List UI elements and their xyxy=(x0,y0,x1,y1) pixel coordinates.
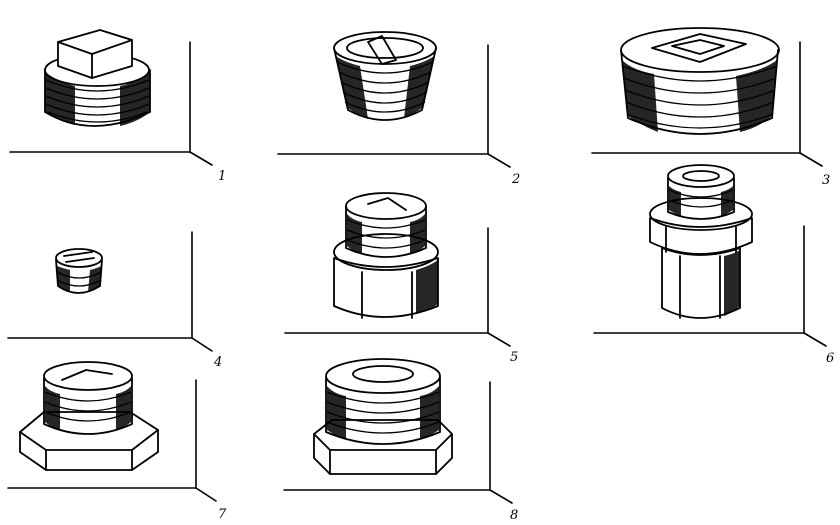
item-2: 2 xyxy=(277,31,520,187)
frame-5 xyxy=(284,227,511,347)
frame-7 xyxy=(7,379,217,502)
frame-4 xyxy=(7,231,213,352)
frame-2 xyxy=(277,44,511,168)
item-3: 3 xyxy=(591,27,830,188)
slotted-tapered-plug-icon xyxy=(333,31,437,121)
item-6: 6 xyxy=(593,164,834,366)
square-socket-plug-icon xyxy=(620,27,780,135)
slotted-hex-collar-plug-icon xyxy=(19,361,159,471)
item-label-4: 4 xyxy=(213,355,222,370)
item-8: 8 xyxy=(283,358,518,523)
item-7: 7 xyxy=(7,361,227,522)
frame-1 xyxy=(9,41,213,166)
square-head-plug-icon xyxy=(44,29,151,127)
item-label-1: 1 xyxy=(218,169,226,184)
socket-hex-collar-plug-icon xyxy=(313,358,453,475)
frame-3 xyxy=(591,41,823,167)
item-label-8: 8 xyxy=(510,508,518,523)
item-4: 4 xyxy=(7,231,222,370)
item-5: 5 xyxy=(284,192,518,365)
slotted-hex-plug-icon xyxy=(333,192,439,319)
item-label-3: 3 xyxy=(822,173,830,188)
item-label-6: 6 xyxy=(826,351,834,366)
socket-hex-plug-icon xyxy=(649,164,753,319)
item-1: 1 xyxy=(9,29,226,184)
frame-8 xyxy=(283,381,513,504)
item-label-5: 5 xyxy=(510,350,518,365)
item-label-7: 7 xyxy=(218,507,227,522)
frame-6 xyxy=(593,225,827,347)
item-label-2: 2 xyxy=(511,172,520,187)
slotted-button-plug-icon xyxy=(55,248,103,294)
